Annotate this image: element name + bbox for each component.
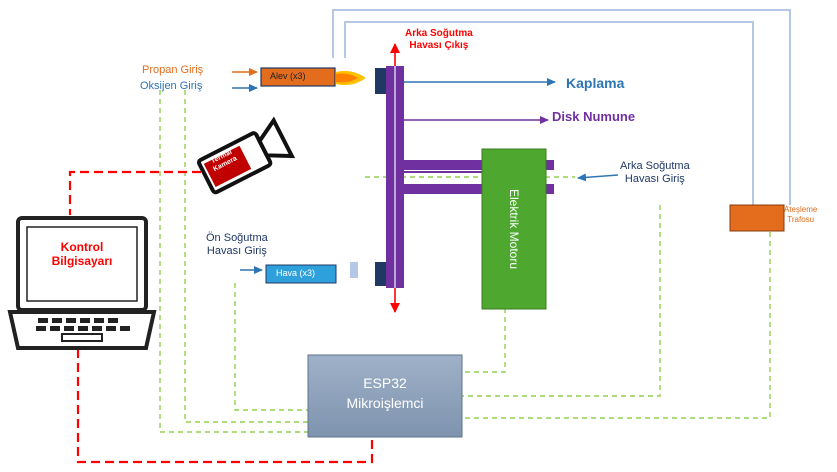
lower-holder bbox=[375, 262, 386, 286]
gas-loop-line bbox=[332, 9, 791, 205]
propan-label: Propan Giriş bbox=[142, 64, 204, 76]
oksijen-label: Oksijen Giriş bbox=[140, 80, 203, 92]
thermal-camera-icon bbox=[197, 116, 296, 195]
rear-cooling-in-arrow bbox=[577, 173, 619, 182]
shaft-lower bbox=[404, 184, 554, 194]
rear-cooling-in-line1: Arka Soğutma bbox=[620, 160, 690, 172]
air-box bbox=[265, 264, 337, 284]
rear-cooling-exit-line2: Havası Çıkış bbox=[409, 40, 469, 51]
rear-cooling-exit-line1: Arka Soğutma bbox=[405, 28, 473, 39]
esp32-box bbox=[307, 354, 463, 438]
front-cooling-line1: Ön Soğutma bbox=[206, 232, 268, 244]
motor-label: Elektrik Motoru bbox=[507, 188, 522, 270]
air-box-label: Hava (x3) bbox=[276, 268, 316, 278]
electric-motor bbox=[481, 148, 547, 310]
igniter-line2: Trafosu bbox=[787, 214, 815, 224]
rear-cooling-in-label: Arka Soğutma Havası Giriş bbox=[620, 160, 690, 186]
front-cooling-line2: Havası Giriş bbox=[206, 245, 267, 258]
rear-cooling-in-line2: Havası Giriş bbox=[624, 173, 685, 186]
esp32-line2: Mikroişlemci bbox=[346, 395, 424, 412]
igniter-label: Ateşleme Trafosu bbox=[784, 205, 817, 224]
coating-plate bbox=[396, 66, 404, 288]
torch-label: Alev (x3) bbox=[270, 71, 306, 81]
esp32-label: ESP32 Mikroişlemci bbox=[308, 373, 462, 414]
disk-label: Disk Numune bbox=[552, 109, 636, 124]
torch-box bbox=[260, 67, 336, 87]
camera-link bbox=[68, 170, 374, 464]
laptop-line1: Kontrol bbox=[60, 240, 104, 254]
laptop-icon bbox=[7, 216, 157, 350]
front-cooling-label: Ön Soğutma Havası Giriş bbox=[206, 232, 268, 258]
laptop-label: Kontrol Bilgisayarı bbox=[36, 240, 128, 269]
esp32-line1: ESP32 bbox=[363, 375, 407, 391]
kaplama-label: Kaplama bbox=[566, 75, 625, 91]
rear-cooling-exit-label: Arka Soğutma Havası Çıkış bbox=[405, 28, 473, 52]
upper-holder bbox=[375, 68, 386, 94]
shaft-upper bbox=[404, 160, 554, 170]
laptop-line2: Bilgisayarı bbox=[51, 254, 113, 269]
gas-loop-line-2 bbox=[344, 21, 754, 205]
disk-plate bbox=[386, 66, 394, 288]
igniter-box bbox=[729, 204, 785, 232]
igniter-line1: Ateşleme bbox=[784, 205, 818, 214]
